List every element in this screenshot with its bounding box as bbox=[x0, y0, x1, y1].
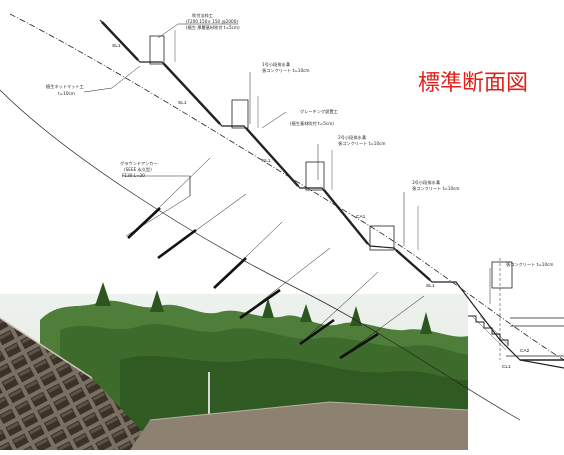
note-texts: 吹付法枠工 (F200 150× 150 @2000) (植生 厚層基材吹付 t… bbox=[46, 12, 554, 268]
crest-note: 吹付法枠工 bbox=[192, 12, 213, 19]
bench-drains bbox=[149, 30, 513, 289]
section-codes: SL1 SL1 SL1 CA1 SL1 CA2 CL1 bbox=[112, 43, 530, 370]
bench3-note: 3号小段排水溝 bbox=[412, 179, 441, 186]
page-title: 標準断面図 bbox=[418, 71, 529, 96]
leader-lines bbox=[83, 23, 491, 304]
code-sl1b: SL1 bbox=[178, 100, 187, 106]
ground-anchors bbox=[127, 157, 425, 360]
code-sl1c: SL1 bbox=[262, 158, 271, 164]
bench3-sub: 張コンクリート t=10cm bbox=[412, 186, 460, 192]
bench1-sub: 張コンクリート t=10cm bbox=[262, 68, 310, 74]
crest-note-sub2: (植生 厚層基材吹付 t=5cm) bbox=[186, 24, 240, 31]
anchor-note-sub: (SEEE 永久型) bbox=[124, 166, 152, 173]
code-cl1: CL1 bbox=[502, 364, 511, 370]
code-ca1: CA1 bbox=[356, 214, 366, 220]
code-sl1d: SL1 bbox=[426, 283, 435, 289]
mid-note-sub: (植生基材吹付 t=5cm) bbox=[290, 120, 334, 127]
bench2-note: 2号小段排水溝 bbox=[338, 134, 367, 141]
site-photo bbox=[0, 282, 469, 450]
code-sl1a: SL1 bbox=[112, 43, 121, 49]
left-note: 植生ネットマット工 bbox=[46, 83, 84, 90]
crest-note-sub: (F200 150× 150 @2000) bbox=[186, 19, 238, 24]
left-note-sub: t=10cm bbox=[58, 91, 75, 96]
anchor-note: グラウンドアンカー bbox=[120, 160, 158, 167]
bench1-note: 1号小段排水溝 bbox=[262, 61, 291, 68]
toe-note: 張コンクリート t=10cm bbox=[506, 262, 554, 268]
anchor-note-sub2: F130 L=20 bbox=[122, 173, 145, 178]
bench2-sub: 張コンクリート t=10cm bbox=[338, 141, 386, 147]
terrain-lines bbox=[0, 13, 564, 421]
mid-note: グレーチング設置工 bbox=[300, 108, 338, 115]
code-ca2: CA2 bbox=[520, 348, 530, 354]
